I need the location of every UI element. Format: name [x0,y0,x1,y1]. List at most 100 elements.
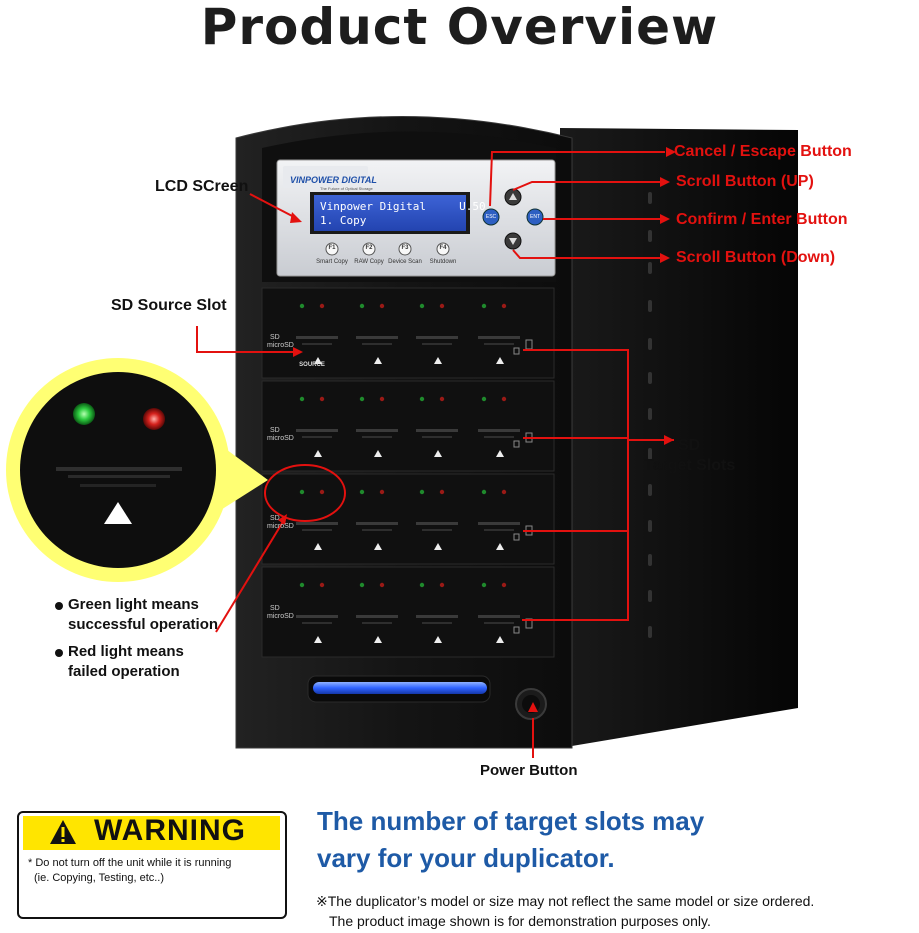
green-led [419,396,425,402]
microsd-card-icon [513,440,520,448]
microsd-slot[interactable] [422,343,452,345]
red-led [379,303,385,309]
slot-arrow-icon [434,357,442,364]
warning-triangle-icon [50,820,76,844]
page-title: Product Overview [200,0,719,56]
red-led [379,489,385,495]
microsd-slot[interactable] [362,622,392,624]
red-led [319,396,325,402]
red-led [439,303,445,309]
card-slot[interactable] [296,615,338,618]
red-led [379,396,385,402]
microsd-card-icon [513,533,520,541]
microsd-slot[interactable] [362,436,392,438]
green-led [299,303,305,309]
notice-note-1: ※The duplicator’s model or size may not … [316,893,815,909]
microsd-slot[interactable] [302,529,332,531]
slot-sd-label: SD [270,334,280,341]
f4-key[interactable]: F4 [439,245,447,251]
card-slot[interactable] [296,429,338,432]
green-led [359,582,365,588]
microsd-slot[interactable] [422,529,452,531]
warning-line-1: * Do not turn off the unit while it is r… [28,857,232,869]
microsd-slot[interactable] [302,436,332,438]
red-led [319,582,325,588]
esc-button [482,208,500,226]
green-led [299,489,305,495]
sd-target-callout-line2: Target Slots [644,457,736,474]
microsd-slot[interactable] [422,436,452,438]
f1-label: Smart Copy [316,259,348,265]
notice-headline-1: The number of target slots may [317,806,705,836]
card-slot[interactable] [416,615,458,618]
warning-line-2: (ie. Copying, Testing, etc..) [34,872,165,884]
card-slot[interactable] [356,615,398,618]
red-legend-line1: Red light means [68,643,184,660]
microsd-slot[interactable] [362,343,392,345]
microsd-slot[interactable] [484,436,514,438]
card-slot[interactable] [416,522,458,525]
notice-headline-2: vary for your duplicator. [317,843,615,873]
card-slot[interactable] [478,336,520,339]
lcd-line-1: Vinpower Digital U.50 [320,200,486,213]
f2-key[interactable]: F2 [365,245,373,251]
f3-key[interactable]: F3 [401,245,409,251]
red-led [501,303,507,309]
f1-key[interactable]: F1 [328,245,336,251]
card-slot[interactable] [296,336,338,339]
slot-arrow-icon [434,450,442,457]
scroll-down-callout: Scroll Button (Down) [676,249,836,266]
card-slot[interactable] [416,429,458,432]
card-slot[interactable] [478,429,520,432]
slot-arrow-icon [374,543,382,550]
red-led [501,489,507,495]
card-slot[interactable] [416,336,458,339]
green-legend-line2: successful operation [68,616,219,633]
card-slot[interactable] [478,522,520,525]
microsd-slot[interactable] [484,343,514,345]
green-led [359,396,365,402]
card-slot[interactable] [356,429,398,432]
card-slot[interactable] [356,336,398,339]
sd-source-slot-callout: SD Source Slot [111,297,227,314]
callout-lines [196,151,674,758]
slot-arrow-icon [496,636,504,643]
zoom-red-led [143,408,165,430]
red-led [319,303,325,309]
esc-key-label[interactable]: ESC [485,214,497,220]
sd-target-callout-line1: SD [678,437,701,454]
f3-label: Device Scan [388,259,422,265]
ent-key-label[interactable]: ENT [530,214,540,220]
zoom-green-led [73,403,95,425]
warning-title: WARNING [94,814,246,847]
microsd-card-icon [513,626,520,634]
card-slot[interactable] [478,615,520,618]
green-led [481,396,487,402]
green-led [299,396,305,402]
zoom-highlight-ring [264,464,346,522]
green-led [419,303,425,309]
scroll-up-callout: Scroll Button (UP) [676,173,814,190]
green-led [481,489,487,495]
notice-note-2: The product image shown is for demonstra… [329,913,711,929]
slot-arrow-icon [314,636,322,643]
microsd-slot[interactable] [302,343,332,345]
slot-arrow-icon [374,450,382,457]
function-keys [325,242,450,256]
slot-arrow-icon [374,636,382,643]
green-led [419,489,425,495]
card-slot[interactable] [296,522,338,525]
microsd-slot[interactable] [302,622,332,624]
slot-arrow-icon [496,543,504,550]
microsd-slot[interactable] [422,622,452,624]
microsd-slot[interactable] [484,622,514,624]
zoom-bubble [6,358,268,582]
lcd-line-2: 1. Copy [320,214,367,227]
card-slot[interactable] [356,522,398,525]
microsd-slot[interactable] [362,529,392,531]
microsd-slot[interactable] [484,529,514,531]
slot-arrow-icon [434,543,442,550]
brand-logo: VINPOWER DIGITAL [290,175,377,185]
lcd-screen-callout: LCD SCreen [155,178,249,195]
